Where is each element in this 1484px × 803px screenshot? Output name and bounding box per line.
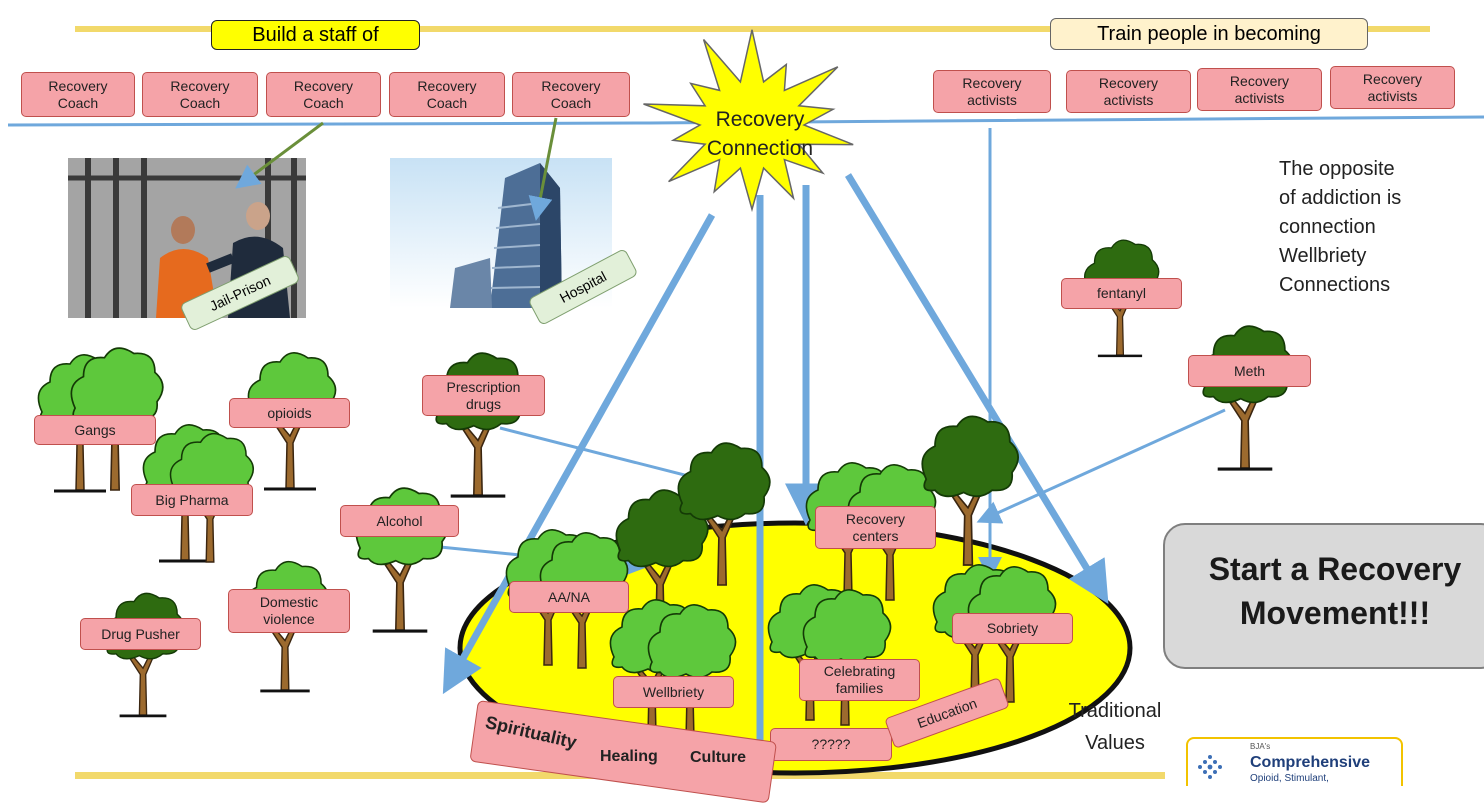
build-staff-heading: Build a staff of: [211, 20, 420, 50]
arrow-prescription: [499, 426, 718, 490]
recovery-activists-box: Recovery activists: [1330, 66, 1455, 109]
celebrating-families-tag: Celebrating families: [799, 659, 920, 701]
recovery-activists-box: Recovery activists: [1066, 70, 1191, 113]
big-pharma-tag: Big Pharma: [131, 484, 253, 516]
dot-grid-icon: [1196, 753, 1224, 781]
gangs-tag: Gangs: [34, 415, 156, 445]
aa-na-tag: AA/NA: [509, 581, 629, 613]
recovery-coach-box: Recovery Coach: [512, 72, 630, 117]
wellbriety-tag: Wellbriety: [613, 676, 734, 708]
unknown-values-tag: ?????: [770, 728, 892, 761]
meth-tag: Meth: [1188, 355, 1311, 387]
train-people-heading: Train people in becoming: [1050, 18, 1368, 50]
recovery-coach-box: Recovery Coach: [142, 72, 258, 117]
cta-box: [1163, 523, 1484, 669]
logo-title: Comprehensive: [1250, 754, 1371, 771]
recovery-coach-box: Recovery Coach: [266, 72, 381, 117]
logo-subtitle: Opioid, Stimulant,: [1250, 773, 1329, 784]
sobriety-tag: Sobriety: [952, 613, 1073, 644]
recovery-connection-star: [643, 29, 854, 213]
logo-prefix: BJA's: [1250, 742, 1271, 751]
traditional-values-label: Traditional Values: [1068, 700, 1162, 754]
drug-pusher-tag: Drug Pusher: [80, 618, 201, 650]
arrow-to-spirituality: [442, 213, 716, 695]
domestic-violence-tag: Domestic violence: [228, 589, 350, 633]
opioids-tag: opioids: [229, 398, 350, 428]
cta-text: Start a Recovery Movement!!!: [1208, 551, 1462, 631]
coach-to-hospital-connector: [528, 117, 558, 221]
fentanyl-tag: fentanyl: [1061, 278, 1182, 309]
recovery-centers-tag: Recovery centers: [815, 506, 936, 549]
tree-icon: [677, 442, 771, 586]
arrow-to-sobriety: [845, 173, 1109, 604]
arrow-meth: [976, 408, 1226, 524]
healing-label: Healing: [600, 748, 658, 765]
top-bar: [75, 26, 1430, 32]
recovery-activists-box: Recovery activists: [1197, 68, 1322, 111]
connection-quote: The opposite of addiction is connection …: [1279, 158, 1402, 296]
recovery-activists-box: Recovery activists: [933, 70, 1051, 113]
star-label: Recovery Connection: [706, 108, 814, 160]
recovery-coach-box: Recovery Coach: [389, 72, 505, 117]
bja-logo: BJA's Comprehensive Opioid, Stimulant,: [1186, 737, 1403, 786]
prescription-drugs-tag: Prescription drugs: [422, 375, 545, 416]
culture-label: Culture: [690, 749, 746, 766]
recovery-coach-box: Recovery Coach: [21, 72, 135, 117]
tree-icon: [921, 415, 1019, 566]
coach-to-jail-connector: [235, 121, 324, 189]
alcohol-tag: Alcohol: [340, 505, 459, 537]
horizon-line: [7, 115, 1484, 127]
